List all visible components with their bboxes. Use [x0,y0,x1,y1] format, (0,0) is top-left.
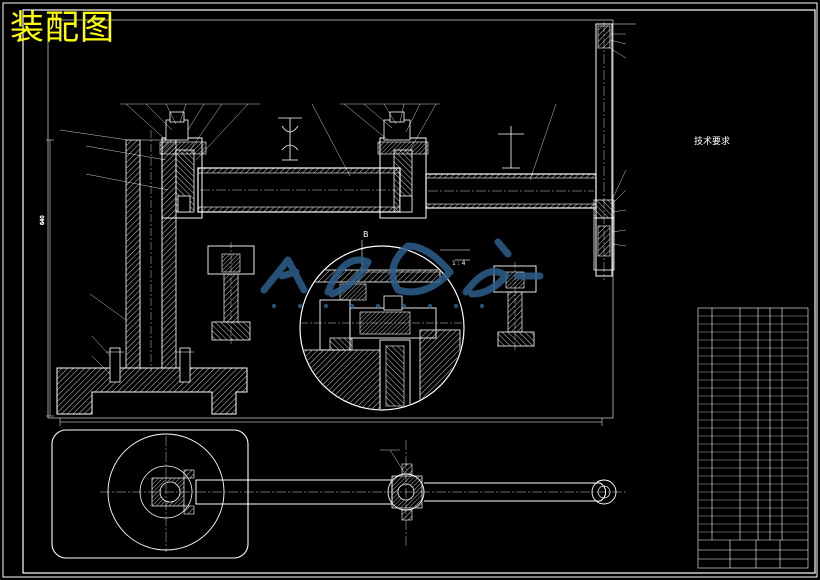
parts-list-table [697,307,809,569]
parts-list-rows [698,315,808,533]
first-arm [197,167,401,213]
detail-view-a [207,242,255,344]
inner-frame [22,9,816,574]
detail-view-b [493,262,537,350]
leader-lines-top [59,33,627,375]
section-symbol-1 [278,117,302,161]
drawing-title: 装配图 [10,8,115,48]
svg-text:640: 640 [40,215,46,225]
section-label-b: B [363,230,369,239]
middle-joint [377,111,429,219]
left-joint [159,111,207,219]
second-arm [425,173,597,209]
dimension-bottom [59,418,603,426]
tech-requirements-title: 技术要求 [694,137,731,147]
front-view-frame [47,19,614,419]
dimension-left: 640 [40,139,54,417]
section-symbol-2 [498,126,524,169]
column [125,130,177,372]
section-scale-label: 1 : 4 [452,260,466,267]
column-base [56,347,248,415]
end-rod [593,22,615,280]
section-detail-circle [299,240,470,411]
plan-view [51,429,626,559]
